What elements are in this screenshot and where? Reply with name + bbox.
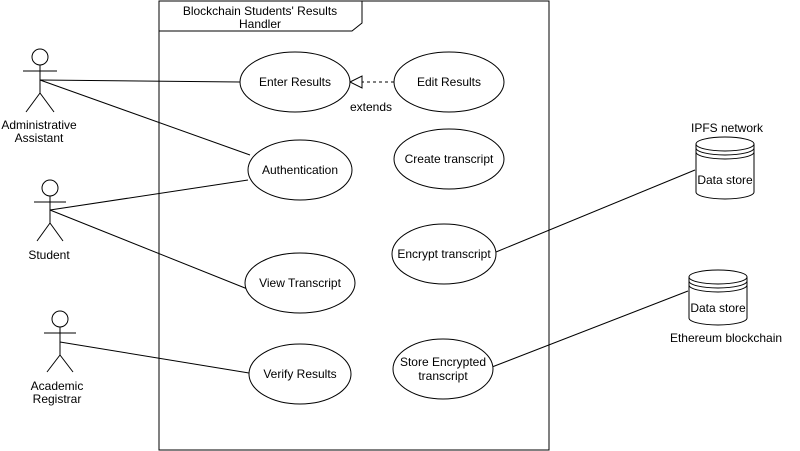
actor-administrative-assistant: Administrative Assistant [1, 48, 77, 145]
assoc-encrypt-ipfs [495, 169, 696, 253]
usecase-verify-results: Verify Results [248, 343, 352, 405]
usecase-store-encrypted-transcript: Store Encrypted transcript [392, 338, 494, 400]
usecase-label-line2: transcript [418, 369, 468, 383]
actor-label-line2: Registrar [33, 392, 82, 406]
usecase-label: Edit Results [417, 75, 481, 89]
datastore-caption: IPFS network [691, 121, 764, 135]
usecase-authentication: Authentication [247, 139, 353, 201]
usecase-label: Create transcript [405, 152, 494, 166]
usecase-label-line1: Store Encrypted [400, 355, 486, 369]
usecase-create-transcript: Create transcript [393, 128, 505, 190]
actor-label-line1: Student [28, 248, 70, 262]
assoc-store-ethereum [491, 290, 689, 368]
datastore-label: Data store [697, 173, 753, 187]
actor-label-line1: Administrative [1, 118, 77, 132]
stick-figure-icon [34, 179, 66, 242]
actor-label-line2: Assistant [15, 131, 64, 145]
database-icon [695, 136, 755, 200]
association-lines [39, 79, 696, 374]
usecase-edit-results: Edit Results [393, 51, 505, 113]
system-boundary: Blockchain Students' Results Handler [158, 0, 550, 451]
usecase-enter-results: Enter Results [239, 51, 351, 113]
actor-label-line1: Academic [31, 379, 84, 393]
database-icon [688, 269, 748, 326]
extends-arrowhead [348, 75, 363, 89]
assoc-admin-enter-results [39, 79, 241, 83]
extends-label: extends [350, 100, 392, 114]
usecase-encrypt-transcript: Encrypt transcript [391, 223, 497, 285]
usecase-label: Authentication [262, 163, 338, 177]
usecase-label: Encrypt transcript [397, 247, 491, 261]
system-title-line1: Blockchain Students' Results [183, 4, 337, 18]
usecase-view-transcript: View Transcript [244, 252, 356, 314]
stick-figure-icon [23, 48, 57, 113]
stick-figure-icon [44, 310, 76, 373]
actor-academic-registrar: Academic Registrar [31, 310, 84, 406]
system-title-line2: Handler [239, 17, 281, 31]
datastore-label: Data store [690, 301, 746, 315]
datastore-ethereum: Data store Ethereum blockchain [670, 269, 782, 345]
datastore-ipfs: IPFS network Data store [691, 121, 764, 200]
assoc-registrar-verify-results [59, 341, 250, 374]
assoc-student-authentication [49, 179, 249, 211]
usecase-label: View Transcript [259, 276, 341, 290]
datastore-caption: Ethereum blockchain [670, 331, 782, 345]
assoc-student-view-transcript [49, 209, 251, 291]
usecase-label: Verify Results [263, 367, 336, 381]
extends-relation: extends [348, 75, 394, 114]
usecase-label: Enter Results [259, 75, 331, 89]
assoc-admin-authentication [39, 79, 251, 156]
actor-student: Student [28, 179, 70, 262]
